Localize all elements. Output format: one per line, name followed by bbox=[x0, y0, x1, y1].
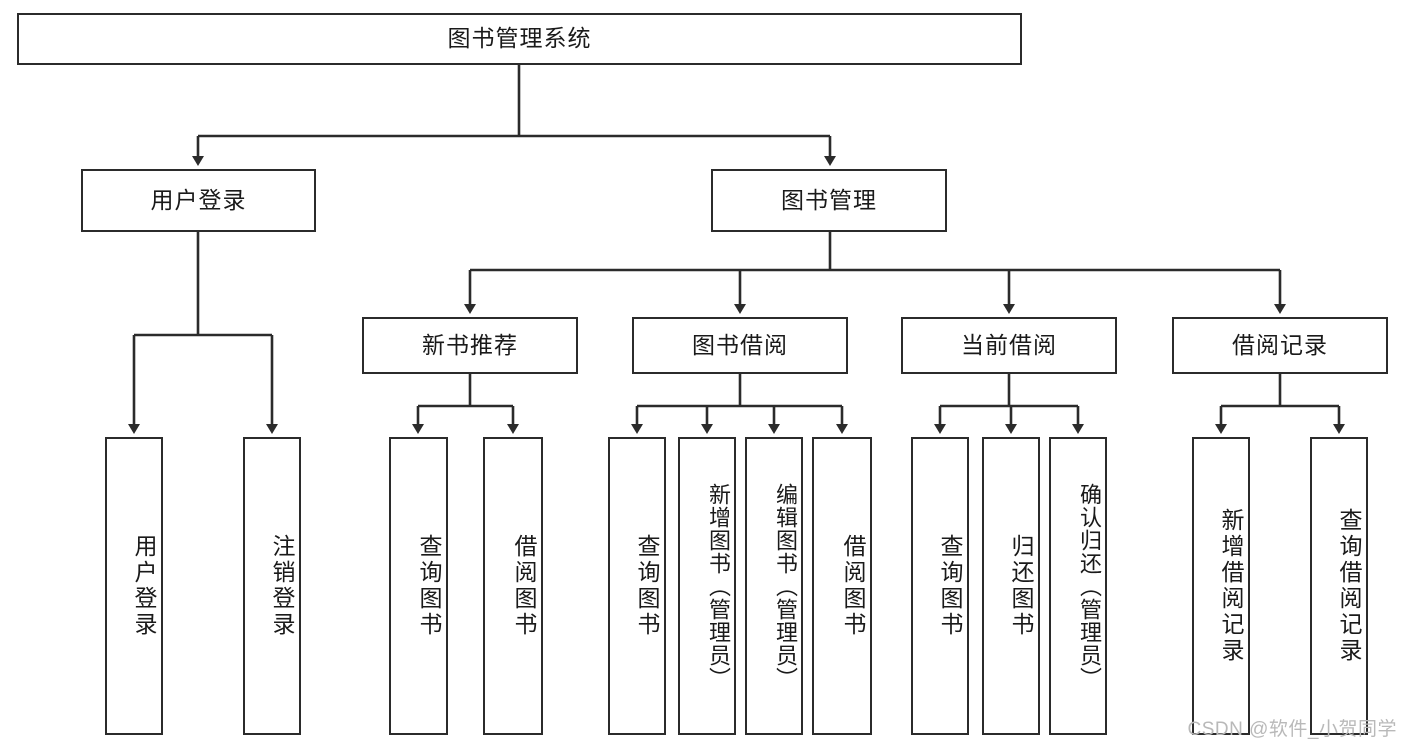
node-book-manage[interactable]: 图书管理 bbox=[711, 169, 947, 232]
node-leaf-borrow-book-2-label: 借阅图书 bbox=[840, 534, 866, 638]
node-leaf-borrow-book-1-label: 借阅图书 bbox=[511, 534, 537, 638]
node-leaf-user-login-label: 用户登录 bbox=[131, 534, 157, 638]
node-leaf-user-login[interactable]: 用户登录 bbox=[105, 437, 163, 735]
node-leaf-query-record-label: 查询借阅记录 bbox=[1336, 508, 1362, 664]
node-leaf-add-book[interactable]: 新增图书（管理员） bbox=[678, 437, 736, 735]
node-leaf-query-book-3[interactable]: 查询图书 bbox=[911, 437, 969, 735]
node-leaf-return-book-label: 归还图书 bbox=[1008, 534, 1034, 638]
node-leaf-add-book-label: 新增图书（管理员） bbox=[706, 482, 731, 690]
node-root-label: 图书管理系统 bbox=[447, 25, 592, 52]
node-leaf-query-book-2-label: 查询图书 bbox=[634, 534, 660, 638]
node-leaf-add-record-label: 新增借阅记录 bbox=[1218, 508, 1244, 664]
node-borrow-record[interactable]: 借阅记录 bbox=[1172, 317, 1388, 374]
watermark: CSDN @软件_小贺同学 bbox=[1187, 719, 1397, 740]
node-book-borrow[interactable]: 图书借阅 bbox=[632, 317, 848, 374]
node-new-book-rec-label: 新书推荐 bbox=[422, 331, 518, 358]
node-leaf-query-record[interactable]: 查询借阅记录 bbox=[1310, 437, 1368, 735]
node-current-borrow-label: 当前借阅 bbox=[961, 331, 1057, 358]
node-leaf-logout[interactable]: 注销登录 bbox=[243, 437, 301, 735]
node-root[interactable]: 图书管理系统 bbox=[17, 13, 1022, 65]
node-leaf-borrow-book-2[interactable]: 借阅图书 bbox=[812, 437, 872, 735]
node-user-login[interactable]: 用户登录 bbox=[81, 169, 316, 232]
node-leaf-query-book-1[interactable]: 查询图书 bbox=[389, 437, 448, 735]
node-book-borrow-label: 图书借阅 bbox=[692, 331, 788, 358]
node-leaf-confirm-return-label: 确认归还（管理员） bbox=[1077, 482, 1102, 690]
node-user-login-label: 用户登录 bbox=[150, 186, 247, 213]
node-leaf-add-record[interactable]: 新增借阅记录 bbox=[1192, 437, 1250, 735]
node-leaf-query-book-1-label: 查询图书 bbox=[416, 534, 442, 638]
node-leaf-return-book[interactable]: 归还图书 bbox=[982, 437, 1040, 735]
node-current-borrow[interactable]: 当前借阅 bbox=[901, 317, 1117, 374]
node-leaf-logout-label: 注销登录 bbox=[269, 534, 295, 638]
node-leaf-query-book-2[interactable]: 查询图书 bbox=[608, 437, 666, 735]
node-leaf-query-book-3-label: 查询图书 bbox=[937, 534, 963, 638]
node-book-manage-label: 图书管理 bbox=[781, 186, 877, 213]
node-leaf-edit-book[interactable]: 编辑图书（管理员） bbox=[745, 437, 803, 735]
node-leaf-confirm-return[interactable]: 确认归还（管理员） bbox=[1049, 437, 1107, 735]
node-leaf-edit-book-label: 编辑图书（管理员） bbox=[773, 482, 798, 690]
node-leaf-borrow-book-1[interactable]: 借阅图书 bbox=[483, 437, 543, 735]
node-new-book-rec[interactable]: 新书推荐 bbox=[362, 317, 578, 374]
node-borrow-record-label: 借阅记录 bbox=[1232, 331, 1328, 358]
